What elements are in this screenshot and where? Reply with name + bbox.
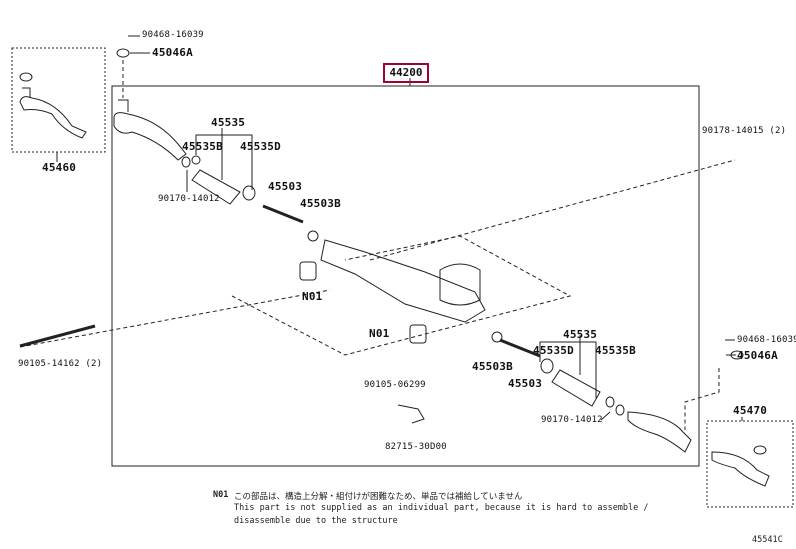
note-code: N01 [213,490,229,500]
tie-rod-end-right [627,411,692,453]
label-rod-left[interactable]: 45503 [268,180,303,193]
label-boot-right[interactable]: 45535 [563,328,598,341]
boot-left [191,169,241,205]
label-bolt-top-left[interactable]: 90468-16039 [142,30,204,40]
tie-rod-end-left [113,99,187,161]
assembly-part-number[interactable]: 44200 [383,63,429,83]
label-boot-left-d[interactable]: 45535D [240,140,281,153]
boot-right [551,369,601,407]
label-n01-b[interactable]: N01 [369,327,390,340]
label-bracket[interactable]: 82715-30D00 [385,442,447,452]
diagram-id: 45541C [752,535,783,545]
note-japanese: この部品は、構造上分解・組付けが困難なため、単品では補給していません [234,492,523,502]
left-tie-end-box [11,47,106,153]
label-rod-right[interactable]: 45503 [508,377,543,390]
label-clip-right[interactable]: 90170-14012 [541,415,603,425]
label-bolt-right-top[interactable]: 90178-14015 (2) [702,126,787,136]
label-n01-a[interactable]: N01 [302,290,323,303]
label-boot-left[interactable]: 45535 [211,116,246,129]
label-clamp-top-left[interactable]: 45046A [152,46,193,59]
label-boot-left-b[interactable]: 45535B [182,140,223,153]
label-tie-end-right[interactable]: 45470 [733,404,768,417]
label-bolt-top-right[interactable]: 90468-16039 [737,335,796,345]
bracket-drawing [397,404,425,424]
tie-rod-end-left-alt [19,87,87,139]
rack-housing [320,239,486,323]
right-tie-end-box [706,420,794,508]
label-bolt-mid[interactable]: 90105-06299 [364,380,426,390]
assembly-frame [111,85,700,467]
label-boot-right-d[interactable]: 45535D [533,344,574,357]
label-rod-left-b[interactable]: 45503B [300,197,341,210]
note-english-line2: disassemble due to the structure [234,516,398,526]
label-clamp-top-right[interactable]: 45046A [737,349,778,362]
label-rod-right-b[interactable]: 45503B [472,360,513,373]
label-tie-end-left[interactable]: 45460 [42,161,77,174]
label-clip-left[interactable]: 90170-14012 [158,194,220,204]
note-english-line1: This part is not supplied as an individu… [234,503,649,513]
label-boot-right-b[interactable]: 45535B [595,344,636,357]
label-bolt-left[interactable]: 90105-14162 (2) [18,359,103,369]
